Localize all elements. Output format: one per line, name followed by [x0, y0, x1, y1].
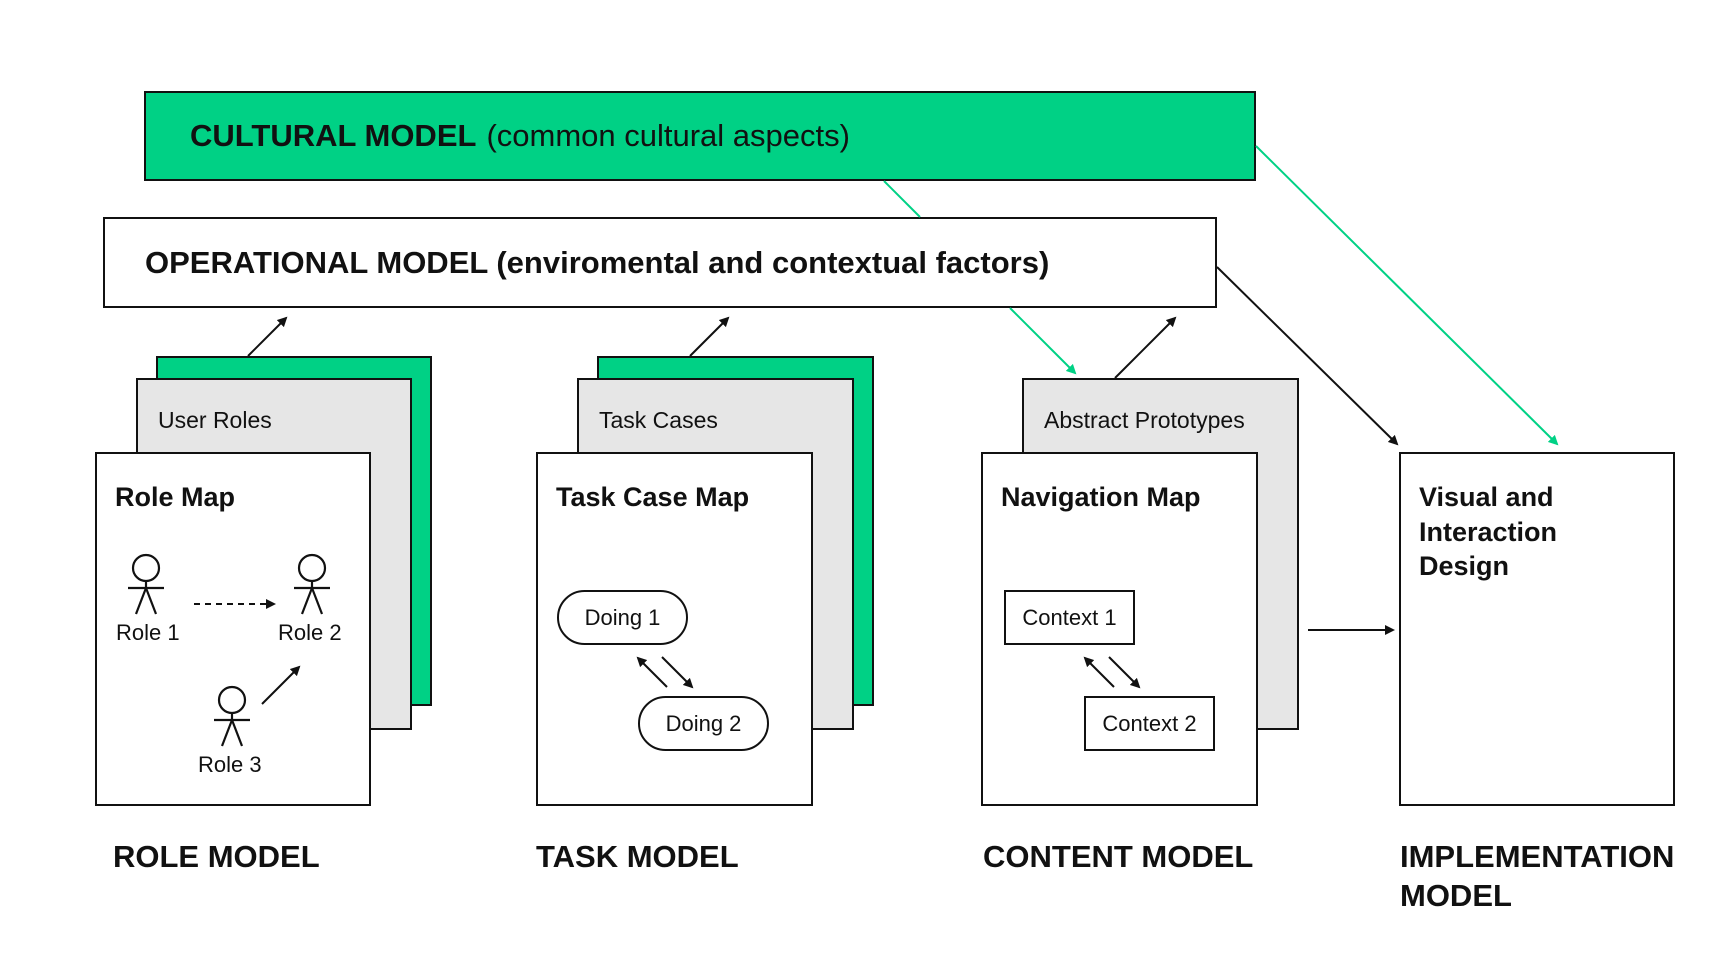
navigation-map-title: Navigation Map — [1001, 482, 1201, 512]
task-model-label: TASK MODEL — [536, 839, 739, 874]
role-map-card: Role Map — [95, 452, 371, 806]
role-3-label: Role 3 — [198, 752, 262, 777]
task-case-map-title: Task Case Map — [556, 482, 750, 512]
role-model-label: ROLE MODEL — [113, 839, 320, 874]
role-1-figure-icon — [128, 553, 164, 615]
content-model-label: CONTENT MODEL — [983, 839, 1254, 874]
cultural-to-content-arrow-top — [883, 180, 921, 218]
abstract-prototypes-label: Abstract Prototypes — [1044, 407, 1245, 433]
implementation-model-label: IMPLEMENTATION MODEL — [1400, 838, 1674, 916]
implementation-model-label-line1: IMPLEMENTATION — [1400, 839, 1675, 874]
cultural-to-implementation-arrow — [1255, 145, 1559, 446]
role-map-title: Role Map — [115, 482, 236, 512]
context-1-node: Context 1 — [1004, 590, 1135, 645]
doing-2-node: Doing 2 — [638, 696, 769, 751]
role-1-label: Role 1 — [116, 620, 180, 645]
context-2-label: Context 2 — [1102, 710, 1197, 736]
cultural-model-subtitle: (common cultural aspects) — [486, 118, 850, 153]
cultural-model-title: CULTURAL MODEL — [190, 118, 477, 153]
doing-1-node: Doing 1 — [557, 590, 688, 645]
cultural-to-content-arrow — [1009, 307, 1077, 375]
implementation-model-label-line2: MODEL — [1400, 877, 1512, 913]
visual-interaction-design-title: Visual and Interaction Design — [1419, 482, 1558, 582]
operational-model-bar: OPERATIONAL MODEL (enviromental and cont… — [103, 217, 1217, 308]
context-1-label: Context 1 — [1022, 604, 1117, 630]
visual-interaction-design-card: Visual and Interaction Design — [1399, 452, 1675, 806]
role-model-up-arrow — [247, 316, 288, 357]
task-model-up-arrow — [689, 316, 730, 357]
role-2-label: Role 2 — [278, 620, 342, 645]
doing-1-label: Doing 1 — [584, 604, 661, 630]
operational-model-title: OPERATIONAL MODEL (enviromental and cont… — [145, 244, 1050, 280]
role-3-figure-icon — [214, 685, 250, 747]
task-cases-label: Task Cases — [599, 407, 718, 433]
context-2-node: Context 2 — [1084, 696, 1215, 751]
cultural-model-bar: CULTURAL MODEL (common cultural aspects) — [144, 91, 1256, 181]
user-roles-label: User Roles — [158, 407, 272, 433]
content-model-up-arrow — [1114, 316, 1177, 379]
role-2-figure-icon — [294, 553, 330, 615]
doing-2-label: Doing 2 — [665, 710, 742, 736]
